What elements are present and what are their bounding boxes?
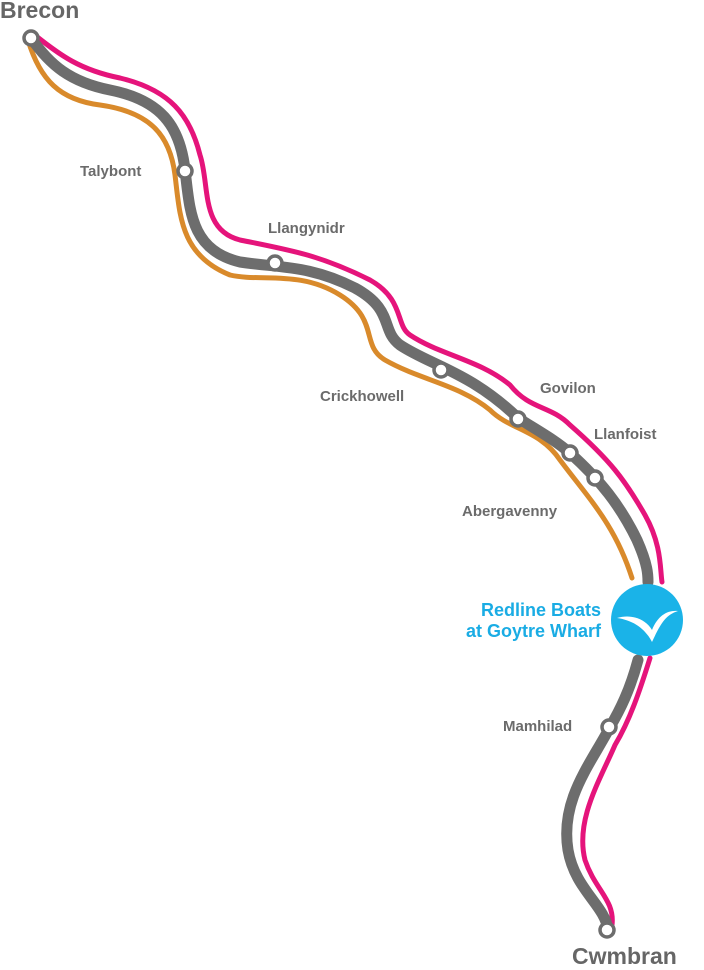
bird-logo-icon[interactable] [611,584,683,656]
endpoint-brecon: Brecon [0,0,80,23]
brand-label[interactable]: Redline Boats at Goytre Wharf [466,600,601,642]
station-marker-abergavenny[interactable] [561,444,579,462]
station-markers [22,29,618,939]
station-label-llangynidr: Llangynidr [268,220,345,237]
brand-line-1: Redline Boats [480,600,601,620]
endpoint-cwmbran: Cwmbran [572,943,677,969]
station-label-crickhowell: Crickhowell [320,388,405,405]
orange-route [25,37,635,581]
station-marker-brecon[interactable] [22,29,40,47]
station-marker-llanfoist[interactable] [586,469,604,487]
station-label-talybont: Talybont [80,163,142,180]
station-marker-crickhowell[interactable] [432,361,450,379]
station-label-mamhilad: Mamhilad [503,718,573,735]
station-marker-cwmbran[interactable] [598,921,616,939]
brand-line-2: at Goytre Wharf [465,621,601,641]
station-label-govilon: Govilon [540,380,596,397]
station-marker-govilon[interactable] [509,410,527,428]
station-marker-talybont[interactable] [176,162,194,180]
station-label-abergavenny: Abergavenny [462,503,558,520]
station-label-llanfoist: Llanfoist [594,426,657,443]
station-marker-llangynidr[interactable] [266,254,284,272]
pink-route [33,33,665,928]
station-marker-mamhilad[interactable] [600,718,618,736]
